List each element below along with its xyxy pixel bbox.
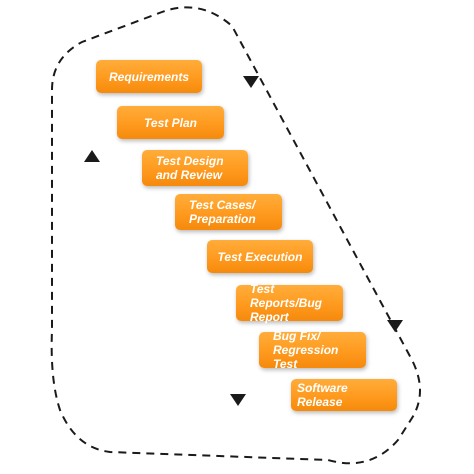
arrow-up-icon [84,150,100,162]
step-label: Requirements [108,69,190,84]
dashed-loop-path [50,6,421,465]
step-label: Test Execution [217,249,303,264]
step-bug-fix-regression-test: Bug Fix/ Regression Test [259,329,366,371]
arrow-down-icon [243,76,259,88]
step-software-release: Software Release [291,379,397,411]
step-test-design-and-review: Test Design and Review [142,150,248,186]
step-label: Test Cases/ Preparation [189,198,256,226]
step-label: Software Release [297,381,348,409]
arrow-down-icon [387,320,403,332]
step-requirements: Requirements [96,60,202,93]
step-label: Test Plan [144,115,197,130]
step-label: Bug Fix/ Regression Test [273,329,339,371]
step-test-reports-bug-report: Test Reports/Bug Report [236,282,343,324]
step-label: Test Design and Review [156,154,224,182]
step-test-cases-preparation: Test Cases/ Preparation [175,194,282,230]
arrow-down-icon [230,394,246,406]
step-label: Test Reports/Bug Report [250,282,322,324]
step-test-execution: Test Execution [207,240,313,273]
step-test-plan: Test Plan [117,106,224,139]
